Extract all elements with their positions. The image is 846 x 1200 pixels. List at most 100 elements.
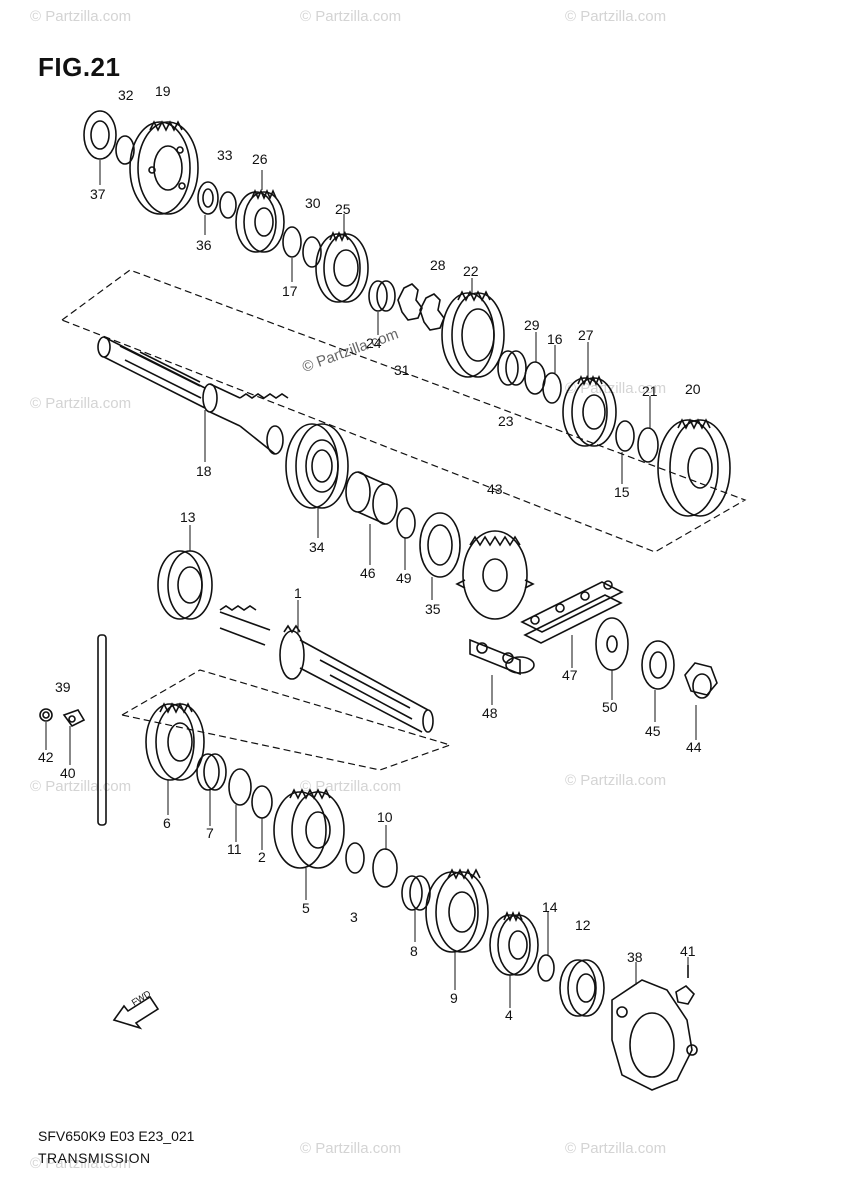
part-15-circlip <box>615 420 635 452</box>
callout-18: 18 <box>196 463 212 479</box>
part-6-gear <box>145 702 205 781</box>
part-4-gear <box>489 910 539 976</box>
part-48-master-link <box>469 638 535 676</box>
part-45-lockwasher <box>641 640 675 690</box>
watermark: © Partzilla.com <box>300 1140 402 1157</box>
callout-33: 33 <box>217 147 233 163</box>
part-3-circlip <box>345 842 365 874</box>
callout-19: 19 <box>155 83 171 99</box>
callout-34: 34 <box>309 539 325 555</box>
part-40-retainer <box>62 709 86 728</box>
part-49-ring <box>396 507 416 539</box>
part-17-circlip <box>282 226 302 258</box>
part-8-bushing <box>401 875 431 911</box>
watermark: © Partzilla.com <box>565 8 667 25</box>
callout-32: 32 <box>118 87 134 103</box>
callout-16: 16 <box>547 331 563 347</box>
part-50-washer <box>595 617 629 671</box>
part-11-washer <box>228 768 252 806</box>
part-13-bearing <box>157 550 213 620</box>
callout-50: 50 <box>602 699 618 715</box>
callout-41: 41 <box>680 943 696 959</box>
callout-27: 27 <box>578 327 594 343</box>
callout-25: 25 <box>335 201 351 217</box>
callout-23: 23 <box>498 413 514 429</box>
callout-36: 36 <box>196 237 212 253</box>
watermark: © Partzilla.com <box>30 1155 132 1172</box>
part-24-bushing <box>368 280 396 312</box>
part-35-seal <box>419 512 461 578</box>
part-12-bearing <box>559 959 605 1017</box>
part-2-circlip <box>251 785 273 819</box>
part-27-gear <box>562 374 617 447</box>
callout-39: 39 <box>55 679 71 695</box>
callout-44: 44 <box>686 739 702 755</box>
part-5-gear <box>273 788 345 869</box>
callout-numbers: 32 19 37 33 26 36 30 25 17 28 22 24 31 2… <box>38 83 702 1023</box>
part-23-bushing <box>497 350 527 386</box>
part-43-sprocket <box>455 530 535 620</box>
callout-43: 43 <box>487 481 503 497</box>
watermark: © Partzilla.com <box>30 8 132 25</box>
callout-7: 7 <box>206 825 214 841</box>
callout-28: 28 <box>430 257 446 273</box>
callout-49: 49 <box>396 570 412 586</box>
part-10-washer <box>372 848 398 888</box>
diagram-caption: TRANSMISSION <box>38 1150 151 1166</box>
part-20-gear <box>657 418 731 517</box>
part-1-driveshaft <box>219 605 434 733</box>
callout-11: 11 <box>227 841 242 857</box>
part-30-washer <box>302 236 322 268</box>
part-44-nut <box>684 662 718 699</box>
callout-21: 21 <box>642 383 658 399</box>
part-7-bushing <box>196 753 227 791</box>
callout-40: 40 <box>60 765 76 781</box>
part-32-washer <box>83 110 117 160</box>
callout-38: 38 <box>627 949 643 965</box>
part-33-washer <box>219 191 237 219</box>
part-29-washer <box>524 361 546 395</box>
figure-title: FIG.21 <box>38 52 121 82</box>
callout-30: 30 <box>305 195 321 211</box>
drawing-code: SFV650K9 E03 E23_021 <box>38 1128 195 1144</box>
part-25-gear <box>315 230 369 303</box>
callout-35: 35 <box>425 601 441 617</box>
part-38-bearing-retainer <box>611 979 698 1091</box>
callout-4: 4 <box>505 1007 513 1023</box>
leader-lines <box>45 160 697 1008</box>
callout-42: 42 <box>38 749 54 765</box>
watermark: © Partzilla.com <box>565 772 667 789</box>
part-42-screw <box>39 708 53 722</box>
callout-15: 15 <box>614 484 630 500</box>
part-39-shift-fork-shaft <box>97 634 107 826</box>
watermark: © Partzilla.com <box>30 395 132 412</box>
callout-6: 6 <box>163 815 171 831</box>
callout-9: 9 <box>450 990 458 1006</box>
driveshaft-outline <box>120 669 452 771</box>
callout-8: 8 <box>410 943 418 959</box>
callout-13: 13 <box>180 509 196 525</box>
part-28-lockwasher <box>419 293 445 331</box>
callout-10: 10 <box>377 809 393 825</box>
callout-37: 37 <box>90 186 106 202</box>
part-16-circlip <box>542 372 562 404</box>
callout-3: 3 <box>350 909 358 925</box>
forward-arrow-icon: FWD <box>112 988 160 1030</box>
callout-45: 45 <box>645 723 661 739</box>
part-21-washer <box>637 427 659 463</box>
callout-26: 26 <box>252 151 268 167</box>
callout-29: 29 <box>524 317 540 333</box>
callout-46: 46 <box>360 565 376 581</box>
callout-47: 47 <box>562 667 578 683</box>
part-9-gear <box>425 868 489 953</box>
part-46-spacer <box>345 471 398 525</box>
callout-20: 20 <box>685 381 701 397</box>
part-31-lockwasher <box>397 283 423 321</box>
countershaft-outline <box>60 269 747 553</box>
callout-22: 22 <box>463 263 479 279</box>
watermark: © Partzilla.com <box>300 8 402 25</box>
callout-5: 5 <box>302 900 310 916</box>
callout-12: 12 <box>575 917 591 933</box>
callout-2: 2 <box>258 849 266 865</box>
